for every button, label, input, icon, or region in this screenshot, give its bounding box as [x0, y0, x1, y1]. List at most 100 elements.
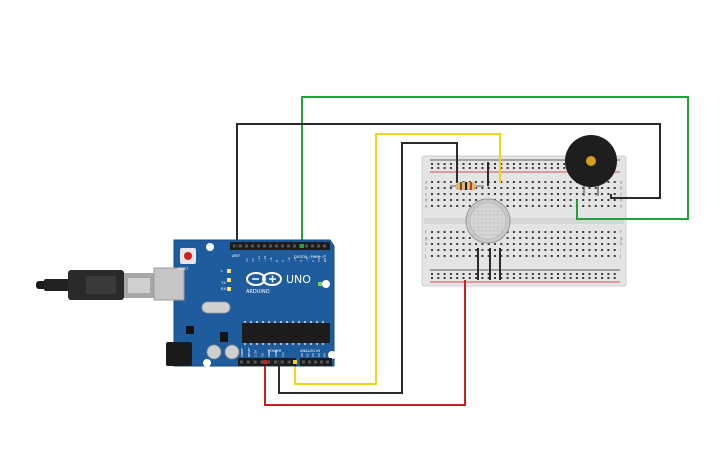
breadboard-hole[interactable] — [449, 205, 452, 207]
breadboard-hole[interactable] — [443, 187, 446, 189]
breadboard-hole[interactable] — [525, 167, 528, 169]
breadboard-hole[interactable] — [494, 187, 496, 189]
breadboard-hole[interactable] — [613, 249, 616, 251]
breadboard-hole[interactable] — [569, 243, 572, 245]
breadboard-hole[interactable] — [563, 199, 566, 201]
breadboard-hole[interactable] — [481, 243, 484, 245]
breadboard-hole[interactable] — [588, 249, 591, 251]
breadboard-hole[interactable] — [557, 255, 559, 257]
breadboard-hole[interactable] — [437, 187, 440, 189]
breadboard-hole[interactable] — [512, 231, 515, 233]
breadboard-hole[interactable] — [506, 249, 509, 251]
breadboard-hole[interactable] — [456, 199, 459, 201]
breadboard-hole[interactable] — [431, 187, 433, 189]
breadboard-hole[interactable] — [506, 273, 509, 275]
breadboard-hole[interactable] — [462, 249, 465, 251]
breadboard-hole[interactable] — [494, 249, 496, 251]
breadboard-hole[interactable] — [544, 231, 547, 233]
breadboard-hole[interactable] — [569, 255, 572, 257]
power-pin[interactable] — [260, 360, 264, 364]
breadboard-hole[interactable] — [557, 167, 559, 169]
breadboard-hole[interactable] — [456, 273, 459, 275]
breadboard-hole[interactable] — [494, 243, 496, 245]
breadboard-hole[interactable] — [525, 273, 528, 275]
breadboard-hole[interactable] — [538, 249, 541, 251]
breadboard-hole[interactable] — [544, 237, 547, 239]
usb-cable[interactable] — [36, 270, 154, 300]
breadboard-hole[interactable] — [607, 243, 610, 245]
breadboard-hole[interactable] — [500, 193, 503, 195]
breadboard-hole[interactable] — [519, 243, 522, 245]
breadboard-hole[interactable] — [563, 273, 566, 275]
digital-pin[interactable] — [239, 244, 242, 248]
breadboard-hole[interactable] — [525, 231, 528, 233]
breadboard-hole[interactable] — [550, 187, 553, 189]
breadboard-hole[interactable] — [431, 277, 433, 279]
breadboard-hole[interactable] — [443, 163, 446, 165]
breadboard-hole[interactable] — [500, 249, 503, 251]
breadboard-hole[interactable] — [475, 187, 478, 189]
breadboard-hole[interactable] — [525, 277, 528, 279]
breadboard-hole[interactable] — [437, 163, 440, 165]
breadboard-hole[interactable] — [468, 199, 471, 201]
breadboard-hole[interactable] — [557, 277, 559, 279]
breadboard-hole[interactable] — [475, 249, 478, 251]
breadboard-hole[interactable] — [607, 249, 610, 251]
breadboard-hole[interactable] — [538, 187, 541, 189]
breadboard-holes[interactable] — [431, 163, 616, 279]
breadboard-hole[interactable] — [443, 205, 446, 207]
breadboard-hole[interactable] — [494, 193, 496, 195]
breadboard-hole[interactable] — [601, 273, 604, 275]
breadboard-hole[interactable] — [519, 273, 522, 275]
breadboard-hole[interactable] — [569, 187, 572, 189]
wire-black-top[interactable] — [236, 123, 661, 246]
breadboard-hole[interactable] — [531, 237, 534, 239]
breadboard-hole[interactable] — [468, 205, 471, 207]
breadboard-hole[interactable] — [544, 277, 547, 279]
breadboard-hole[interactable] — [525, 249, 528, 251]
breadboard-hole[interactable] — [449, 277, 452, 279]
breadboard-hole[interactable] — [449, 231, 452, 233]
breadboard-hole[interactable] — [607, 181, 610, 183]
breadboard-hole[interactable] — [575, 249, 578, 251]
breadboard-hole[interactable] — [607, 193, 610, 195]
breadboard-hole[interactable] — [557, 231, 559, 233]
breadboard-hole[interactable] — [557, 273, 559, 275]
breadboard-hole[interactable] — [512, 205, 515, 207]
breadboard-hole[interactable] — [468, 193, 471, 195]
breadboard-hole[interactable] — [550, 273, 553, 275]
breadboard-hole[interactable] — [594, 237, 597, 239]
resistor[interactable] — [450, 182, 484, 190]
breadboard-hole[interactable] — [538, 255, 541, 257]
breadboard-hole[interactable] — [456, 193, 459, 195]
breadboard-hole[interactable] — [601, 243, 604, 245]
breadboard-hole[interactable] — [506, 243, 509, 245]
breadboard-hole[interactable] — [563, 205, 566, 207]
breadboard-hole[interactable] — [506, 193, 509, 195]
breadboard-hole[interactable] — [582, 187, 585, 189]
breadboard-hole[interactable] — [475, 277, 478, 279]
breadboard-hole[interactable] — [569, 205, 572, 207]
breadboard-hole[interactable] — [531, 199, 534, 201]
breadboard-hole[interactable] — [431, 167, 433, 169]
breadboard-hole[interactable] — [431, 243, 433, 245]
breadboard-hole[interactable] — [531, 181, 534, 183]
breadboard-hole[interactable] — [563, 237, 566, 239]
breadboard-hole[interactable] — [601, 237, 604, 239]
breadboard-hole[interactable] — [531, 249, 534, 251]
digital-pin[interactable] — [281, 244, 284, 248]
wire-yellow[interactable] — [294, 133, 501, 385]
breadboard-hole[interactable] — [538, 237, 541, 239]
breadboard-hole[interactable] — [588, 243, 591, 245]
breadboard-hole[interactable] — [431, 193, 433, 195]
breadboard-hole[interactable] — [512, 255, 515, 257]
breadboard-hole[interactable] — [449, 193, 452, 195]
breadboard-hole[interactable] — [462, 193, 465, 195]
breadboard-hole[interactable] — [557, 199, 559, 201]
breadboard-hole[interactable] — [494, 273, 496, 275]
breadboard-hole[interactable] — [475, 181, 478, 183]
wire-green[interactable] — [301, 96, 689, 246]
breadboard-hole[interactable] — [613, 193, 616, 195]
breadboard-hole[interactable] — [437, 255, 440, 257]
breadboard-hole[interactable] — [462, 255, 465, 257]
